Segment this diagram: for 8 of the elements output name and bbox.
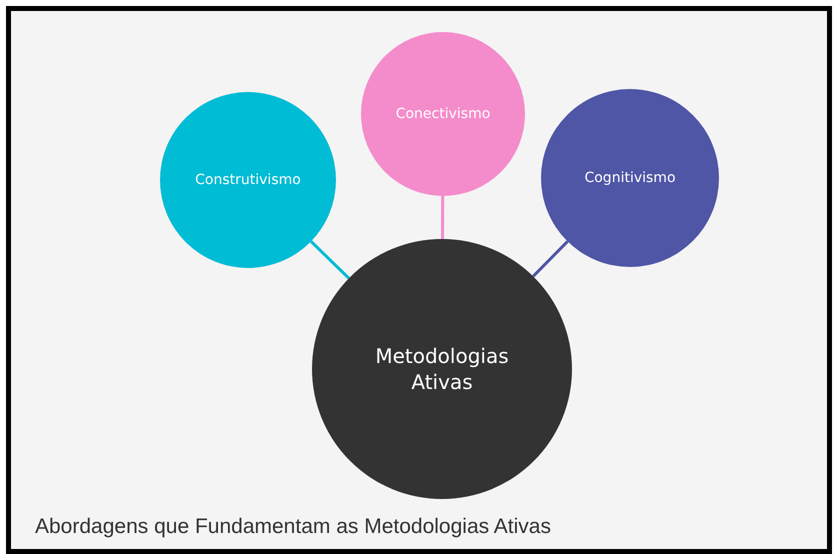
topic-label: Construtivismo	[194, 170, 302, 190]
connector-line	[441, 196, 444, 239]
topic-label: Conectivismo	[394, 104, 492, 124]
connector-line	[532, 240, 569, 278]
topic-label: Cognitivismo	[583, 168, 677, 188]
caption: Abordagens que Fundamentam as Metodologias Ativas	[35, 515, 551, 539]
topic-label: Metodologias Ativas	[374, 343, 510, 395]
connector-line	[310, 240, 350, 280]
